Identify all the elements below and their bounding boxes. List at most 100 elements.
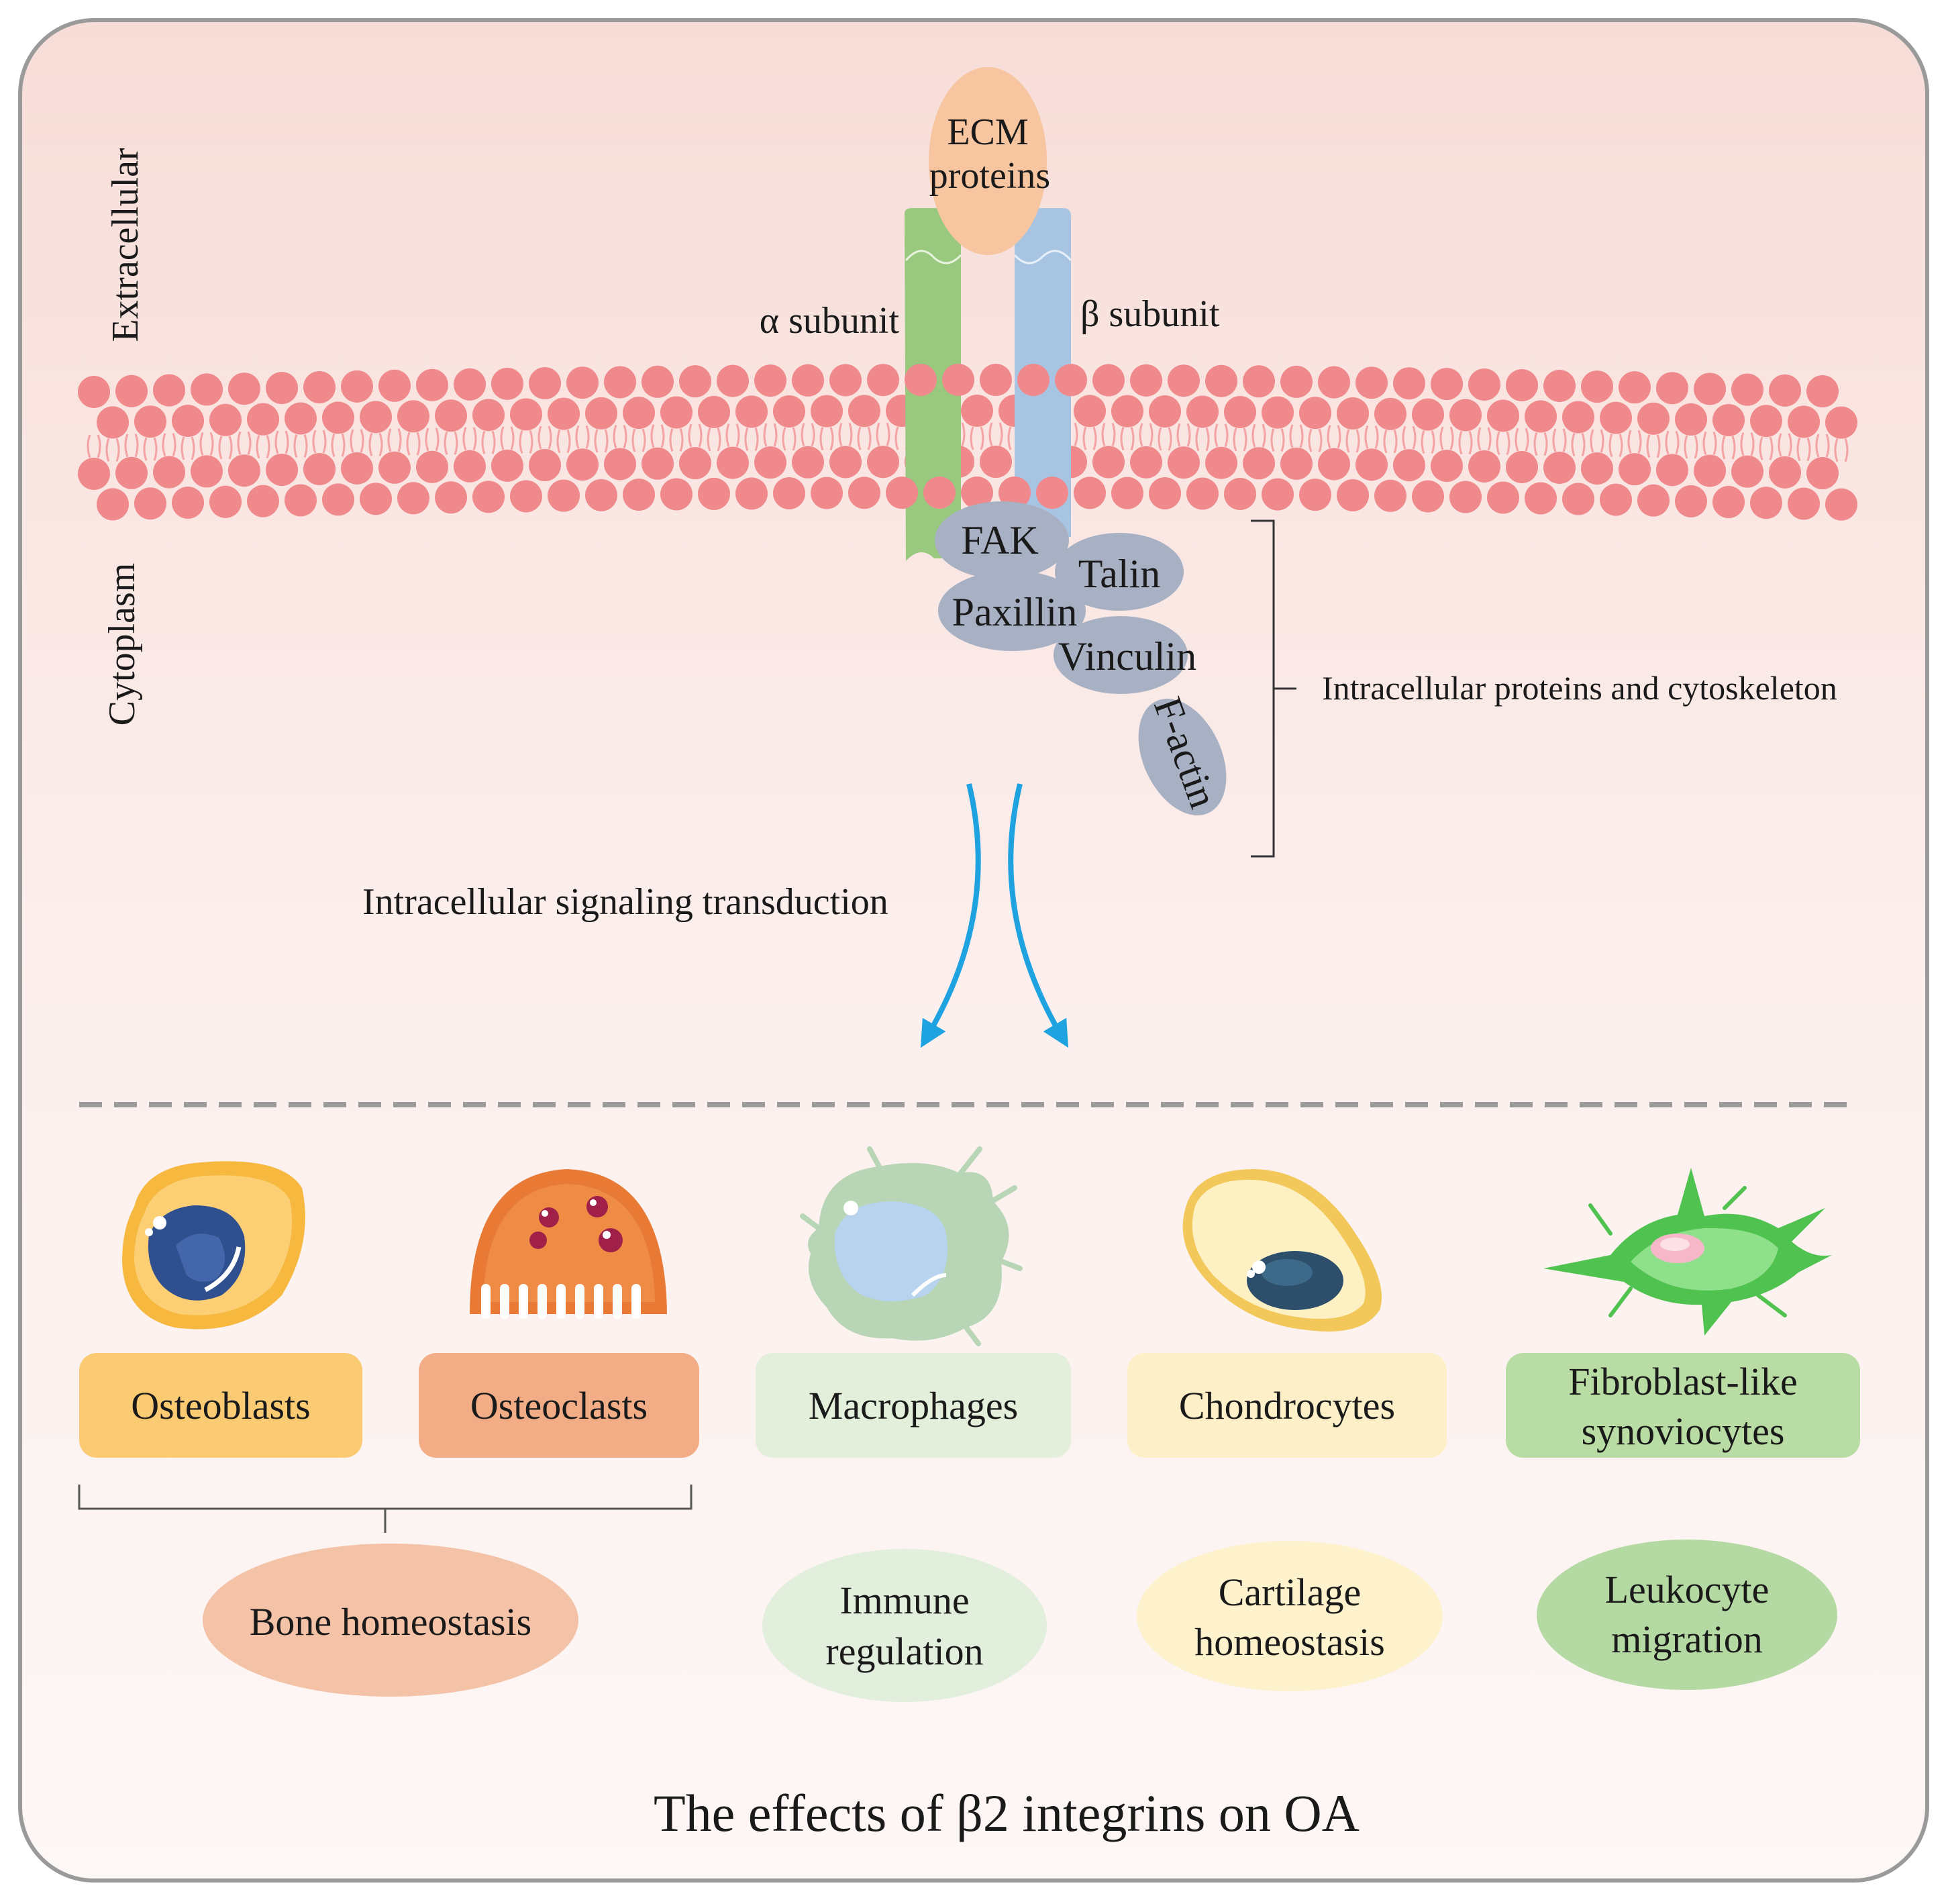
lipid-head: [1186, 477, 1219, 510]
lipid-tail: [1439, 426, 1454, 450]
lipid-head: [78, 376, 110, 408]
macrophage-cell-icon: [800, 1146, 1023, 1346]
lipid-head: [1731, 455, 1763, 488]
lipid-head: [1168, 446, 1200, 479]
lipid-head: [1205, 364, 1237, 397]
lipid-head: [1656, 372, 1688, 405]
cytoplasm-label: Cytoplasm: [101, 563, 143, 726]
lipid-head: [1562, 483, 1594, 515]
lipid-tail: [556, 430, 571, 454]
lipid-tail: [1345, 429, 1360, 453]
chondrocyte-cell-icon: [1182, 1169, 1382, 1332]
ecm-label-line2: proteins: [929, 155, 1050, 197]
lipid-head: [1393, 367, 1425, 400]
lipid-head: [472, 399, 505, 432]
bone-bracket: [78, 1485, 693, 1533]
lipid-head: [1431, 450, 1463, 483]
lipid-head: [848, 395, 880, 428]
lipid-head: [472, 481, 505, 513]
lipid-head: [454, 450, 486, 483]
lipid-head: [322, 401, 354, 434]
lipid-head: [1506, 368, 1538, 401]
paxillin-protein: [938, 570, 1086, 651]
figure-title: The effects of β2 integrins on OA: [654, 1784, 1360, 1842]
immune-regulation-ellipse: [762, 1549, 1047, 1702]
lipid-head: [153, 456, 185, 489]
lipid-head: [1055, 364, 1087, 397]
lipid-head: [1149, 395, 1181, 428]
lipid-head: [491, 449, 523, 482]
lipid-head: [322, 483, 354, 516]
lipid-head: [1543, 452, 1576, 485]
lipid-tail: [1815, 434, 1830, 458]
osteoblasts-box: [79, 1353, 362, 1458]
lipid-head: [1074, 477, 1106, 509]
lipid-tail: [838, 422, 853, 446]
lipid-tail: [1101, 423, 1116, 447]
lipid-tail: [1796, 437, 1811, 461]
leukocyte-label-line2: migration: [1611, 1617, 1763, 1661]
lipid-head: [491, 367, 523, 400]
lipid-head: [1750, 405, 1782, 438]
lipid-head: [1130, 364, 1162, 397]
lipid-tail: [425, 428, 440, 452]
lipid-tail: [1834, 438, 1849, 462]
lipid-head: [1675, 403, 1707, 436]
lipid-head: [942, 364, 974, 397]
lipid-head: [773, 395, 805, 428]
macrophages-box: [756, 1353, 1071, 1458]
lipid-head: [1506, 450, 1538, 483]
lipid-head: [209, 403, 242, 436]
lipid-head: [1186, 395, 1219, 428]
lipid-head: [754, 446, 786, 479]
lipid-head: [623, 397, 655, 430]
lipid-head: [378, 451, 411, 484]
lipid-tail: [819, 427, 834, 451]
lipid-head: [416, 368, 448, 401]
extracellular-label: Extracellular: [105, 148, 146, 342]
chondrocytes-label: Chondrocytes: [1179, 1384, 1395, 1427]
lipid-head: [1806, 457, 1839, 490]
lipid-head: [792, 364, 824, 397]
lipid-head: [1224, 396, 1256, 429]
lipid-head: [1619, 371, 1651, 404]
lipid-tail: [1289, 424, 1304, 448]
lipid-head: [585, 397, 617, 430]
lipid-head: [1280, 447, 1313, 480]
lipid-tail: [218, 436, 233, 460]
lipid-head: [1825, 488, 1857, 521]
lipid-head: [623, 479, 655, 511]
lipid-tail: [1308, 428, 1323, 452]
lipid-head: [247, 403, 279, 436]
lipid-tail: [1496, 431, 1510, 455]
fak-label: FAK: [961, 518, 1039, 562]
lipid-tail: [1533, 432, 1548, 456]
lipid-head: [1806, 375, 1839, 408]
lipid-head: [1581, 452, 1613, 485]
lipid-head: [998, 477, 1031, 509]
lipid-tail: [500, 426, 515, 450]
lipid-head: [510, 398, 542, 431]
lipid-tail: [688, 423, 703, 448]
lipid-head: [378, 369, 411, 402]
lipid-head: [735, 477, 768, 510]
immune-label-line1: Immune: [839, 1579, 969, 1622]
lipid-head: [1243, 447, 1275, 480]
lipid-tail: [575, 425, 590, 449]
lipid-head: [1581, 370, 1613, 403]
lipid-head: [1637, 402, 1670, 435]
lipid-tail: [1364, 425, 1379, 449]
lipid-head: [604, 448, 636, 481]
lipid-head: [1036, 477, 1068, 509]
lipid-head: [191, 455, 223, 488]
lipid-tail: [312, 430, 327, 454]
lipid-head: [698, 395, 730, 428]
lipid-head: [97, 406, 129, 439]
chondrocytes-box: [1127, 1353, 1447, 1458]
macrophages-label: Macrophages: [809, 1384, 1018, 1427]
lipid-tail: [1270, 428, 1285, 452]
factin-protein: [1138, 699, 1227, 815]
lipid-head: [115, 374, 148, 407]
protein-bracket: [1251, 519, 1296, 858]
lipid-tail: [1158, 427, 1172, 451]
